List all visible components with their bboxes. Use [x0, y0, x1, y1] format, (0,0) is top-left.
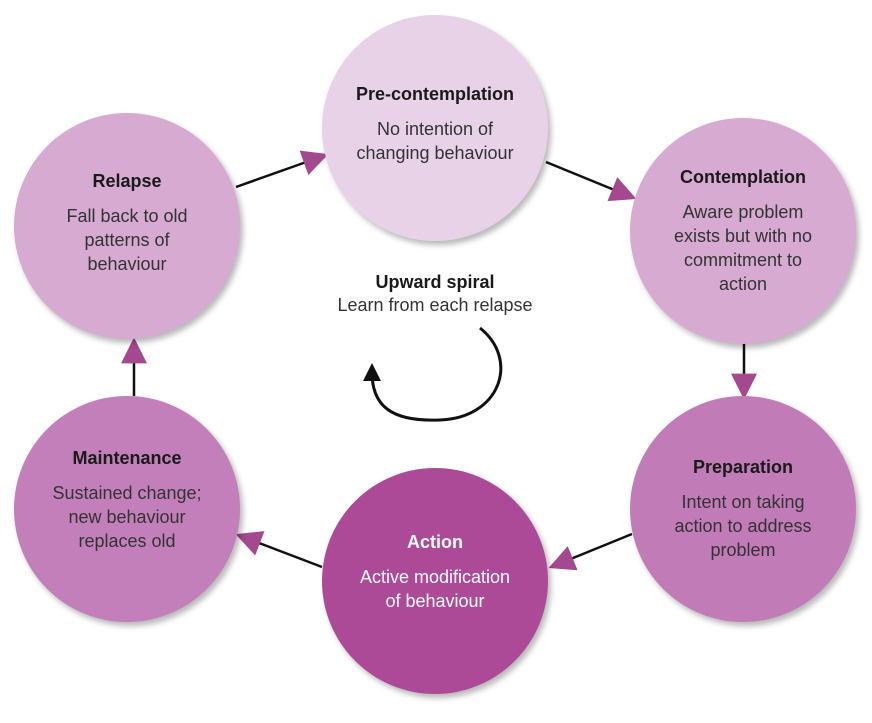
stage-description: Intent on taking action to address probl…	[674, 491, 812, 560]
center-description: Learn from each relapse	[337, 295, 533, 315]
upward-spiral-icon	[363, 326, 503, 422]
stage-maintenance: Maintenance Sustained change; new behavi…	[14, 396, 240, 622]
upward-spiral-label: Upward spiral Learn from each relapse	[300, 272, 570, 316]
stage-title: Preparation	[692, 456, 794, 477]
stage-title: Contemplation	[680, 166, 806, 187]
center-title: Upward spiral	[375, 272, 495, 292]
arrow-action-to-maintenance	[235, 531, 323, 569]
stage-description: Sustained change; new behaviour replaces…	[52, 482, 202, 551]
stage-title: Pre-contemplation	[355, 83, 515, 104]
stage-description: No intention of changing behaviour	[356, 118, 514, 163]
stage-description: Active modification of behaviour	[359, 566, 511, 611]
stage-relapse: Relapse Fall back to old patterns of beh…	[14, 113, 240, 339]
stage-title: Maintenance	[72, 447, 182, 468]
arrow-relapse-to-precontemplation	[235, 150, 329, 189]
stage-title: Relapse	[92, 170, 162, 191]
arrow-preparation-to-action	[548, 532, 633, 571]
stage-contemplation: Contemplation Aware problem exists but w…	[630, 118, 856, 344]
arrow-precontemplation-to-contemplation	[545, 160, 637, 202]
stage-preparation: Preparation Intent on taking action to a…	[630, 396, 856, 622]
stage-precontemplation: Pre-contemplation No intention of changi…	[322, 15, 548, 241]
stage-description: Aware problem exists but with no commitm…	[673, 201, 813, 294]
stage-action: Action Active modification of behaviour	[322, 468, 548, 694]
stage-title: Action	[407, 531, 463, 552]
stage-description: Fall back to old patterns of behaviour	[66, 205, 188, 274]
